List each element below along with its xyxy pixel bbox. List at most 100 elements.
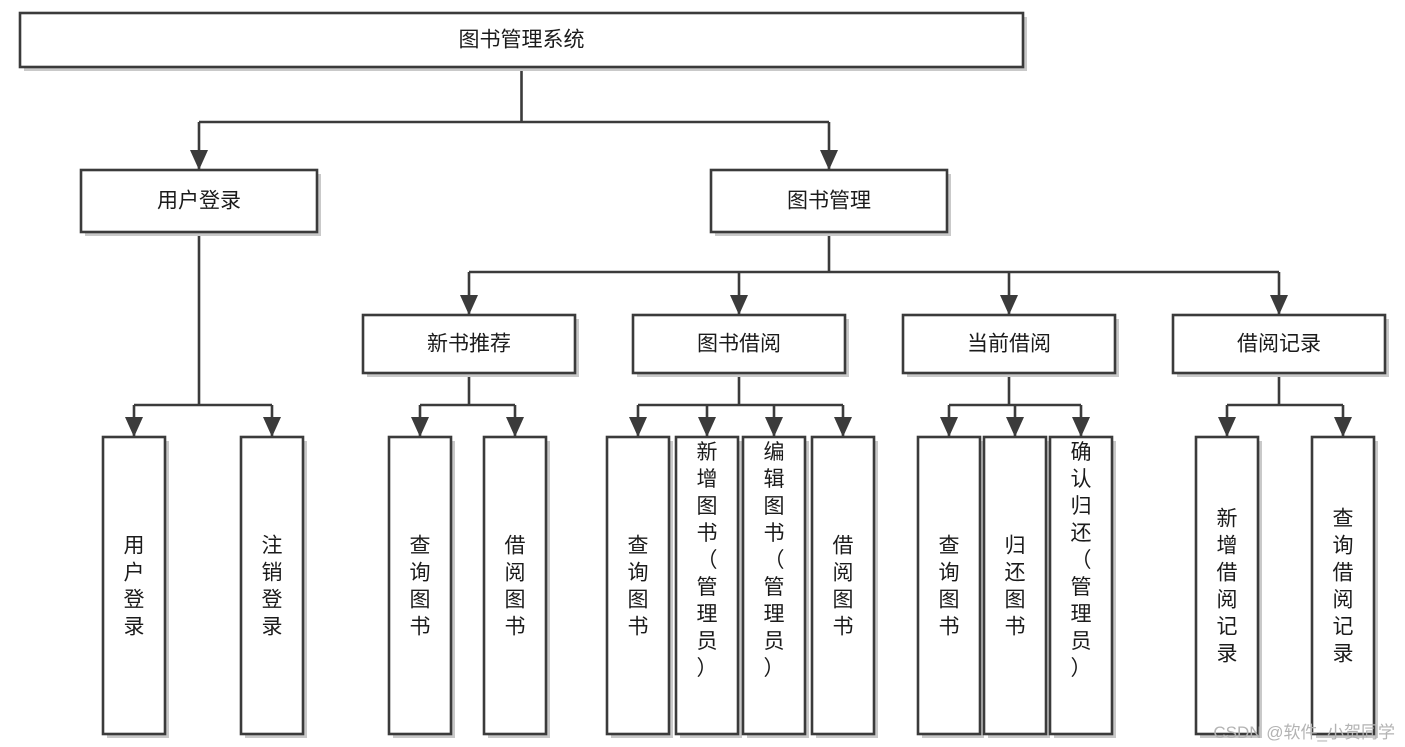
node-label-char: 书 xyxy=(1005,616,1026,639)
node-label-char: 管 xyxy=(764,576,785,599)
node-label-char: 借 xyxy=(505,535,526,558)
node-label-char: ） xyxy=(697,657,718,680)
node-label: 图书借阅 xyxy=(697,333,781,356)
node-leaf-query-book-3[interactable]: 查询图书查询图书 xyxy=(916,435,984,738)
node-label-char: 借 xyxy=(1217,562,1238,585)
node-label-char: 用 xyxy=(124,535,145,558)
arrow-head-icon xyxy=(834,417,852,437)
node-label-char: 理 xyxy=(1071,603,1092,626)
arrow-head-icon xyxy=(730,295,748,315)
node-label-char: ） xyxy=(764,657,785,680)
connector-group xyxy=(940,373,1090,437)
node-leaf-query-book-2[interactable]: 查询图书查询图书 xyxy=(605,435,673,738)
node-leaf-user-login[interactable]: 用户登录用户登录 xyxy=(101,435,169,738)
node-label-char: 查 xyxy=(1333,508,1354,531)
node-label-char: 图 xyxy=(628,589,649,612)
node-label: 用户登录 xyxy=(157,190,241,213)
node-book-borrow[interactable]: 图书借阅 xyxy=(631,313,849,377)
node-label-char: 图 xyxy=(939,589,960,612)
node-label-char: 记 xyxy=(1333,616,1354,639)
connector-group xyxy=(629,373,852,437)
node-label-char: 录 xyxy=(1217,643,1238,666)
node-label-char: 书 xyxy=(628,616,649,639)
node-label-char: 图 xyxy=(505,589,526,612)
node-label-char: 新 xyxy=(1217,508,1238,531)
connector-group xyxy=(411,373,524,437)
node-book-manage[interactable]: 图书管理 xyxy=(709,168,951,236)
node-label-char: 图 xyxy=(697,495,718,518)
node-user-login[interactable]: 用户登录 xyxy=(79,168,321,236)
arrow-head-icon xyxy=(1270,295,1288,315)
node-label-char: 户 xyxy=(124,562,145,585)
node-label-char: 阅 xyxy=(1333,589,1354,612)
node-label-char: 询 xyxy=(1333,535,1354,558)
node-label-char: 询 xyxy=(410,562,431,585)
node-label-char: 归 xyxy=(1005,535,1026,558)
node-root-root[interactable]: 图书管理系统 xyxy=(18,11,1027,71)
node-label-char: 图 xyxy=(410,589,431,612)
node-label-char: 理 xyxy=(697,603,718,626)
node-label: 图书管理系统 xyxy=(459,29,585,52)
arrow-head-icon xyxy=(765,417,783,437)
node-label-char: 询 xyxy=(939,562,960,585)
node-label-char: 询 xyxy=(628,562,649,585)
node-label-char: （ xyxy=(697,549,718,572)
watermark-label: CSDN @软件_小贺同学 xyxy=(1213,723,1395,742)
node-label-char: 理 xyxy=(764,603,785,626)
node-label-char: 员 xyxy=(764,630,785,653)
arrow-head-icon xyxy=(506,417,524,437)
node-label-char: 查 xyxy=(939,535,960,558)
node-current-borrow[interactable]: 当前借阅 xyxy=(901,313,1119,377)
node-label-char: 销 xyxy=(262,562,283,585)
node-borrow-record[interactable]: 借阅记录 xyxy=(1171,313,1389,377)
node-leaf-add-record[interactable]: 新增借阅记录新增借阅记录 xyxy=(1194,435,1262,738)
node-label-char: ） xyxy=(1071,657,1092,680)
arrow-head-icon xyxy=(411,417,429,437)
node-label-char: 员 xyxy=(1071,630,1092,653)
node-label: 新书推荐 xyxy=(427,333,511,356)
node-label-char: 录 xyxy=(124,616,145,639)
node-label-char: 书 xyxy=(410,616,431,639)
node-leaf-return-book[interactable]: 归还图书归还图书 xyxy=(982,435,1050,738)
connector-group xyxy=(460,232,1288,315)
arrow-head-icon xyxy=(629,417,647,437)
node-label: 借阅记录 xyxy=(1237,333,1321,356)
connector-group xyxy=(1218,373,1352,437)
node-label-char: 阅 xyxy=(1217,589,1238,612)
node-label-char: 增 xyxy=(1217,535,1238,558)
node-label-char: 确 xyxy=(1071,441,1092,464)
node-new-book-rec[interactable]: 新书推荐 xyxy=(361,313,579,377)
node-leaf-query-book-1[interactable]: 查询图书查询图书 xyxy=(387,435,455,738)
node-label-char: （ xyxy=(764,549,785,572)
node-label-char: 增 xyxy=(697,468,718,491)
node-label-char: 管 xyxy=(697,576,718,599)
arrow-head-icon xyxy=(1072,417,1090,437)
arrow-head-icon xyxy=(1000,295,1018,315)
node-leaf-borrow-book-1[interactable]: 借阅图书借阅图书 xyxy=(482,435,550,738)
node-label-char: 录 xyxy=(1333,643,1354,666)
node-label-char: 录 xyxy=(262,616,283,639)
arrow-head-icon xyxy=(190,150,208,170)
node-leaf-logout[interactable]: 注销登录注销登录 xyxy=(239,435,307,738)
node-label-char: 查 xyxy=(410,535,431,558)
node-label-char: 图 xyxy=(1005,589,1026,612)
node-label-char: 图 xyxy=(833,589,854,612)
node-label-char: 认 xyxy=(1071,468,1092,491)
node-label-char: 登 xyxy=(124,589,145,612)
node-label-char: 管 xyxy=(1071,576,1092,599)
arrow-head-icon xyxy=(1334,417,1352,437)
node-label-char: 图 xyxy=(764,495,785,518)
arrow-head-icon xyxy=(1218,417,1236,437)
arrow-head-icon xyxy=(820,150,838,170)
node-label-char: 还 xyxy=(1071,522,1092,545)
connector-group xyxy=(190,67,838,170)
node-label-char: 归 xyxy=(1071,495,1092,518)
node-label-char: 查 xyxy=(628,535,649,558)
node-leaf-query-record[interactable]: 查询借阅记录查询借阅记录 xyxy=(1310,435,1378,738)
node-leaf-borrow-book-2[interactable]: 借阅图书借阅图书 xyxy=(810,435,878,738)
arrow-head-icon xyxy=(125,417,143,437)
